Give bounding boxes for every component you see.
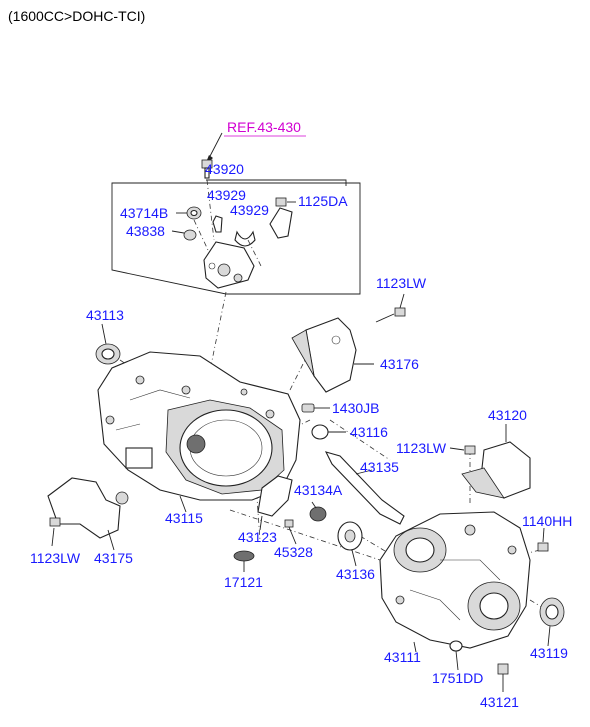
part-number-43134a[interactable]: 43134A [294,482,343,498]
part-number-1123lw-left[interactable]: 1123LW [30,550,81,566]
bolt-1123lw-mid [449,445,476,455]
part-number-1123lw-top[interactable]: 1123LW [376,275,427,291]
plug-43121 [497,663,509,692]
part-number-43176[interactable]: 43176 [380,356,419,372]
part-number-43120[interactable]: 43120 [488,407,527,423]
bracket-43176 [291,317,374,393]
part-number-43119[interactable]: 43119 [530,645,568,661]
washer-43838 [171,229,197,241]
bolt-45328 [284,519,297,545]
bolt-43920 [201,159,213,179]
washer-1751dd [449,640,463,671]
part-number-43135[interactable]: 43135 [360,459,399,475]
part-number-1123lw-mid[interactable]: 1123LW [396,440,447,456]
part-number-43175[interactable]: 43175 [94,550,133,566]
part-number-43929-b[interactable]: 43929 [230,202,269,218]
plate-43136 [337,521,363,567]
part-number-43136[interactable]: 43136 [336,566,375,582]
part-number-43838[interactable]: 43838 [126,223,165,239]
part-number-43123[interactable]: 43123 [238,529,277,545]
bolt-1123lw-left [49,517,61,547]
seal-43113 [95,323,121,365]
washer-43116 [311,424,346,440]
bolt-1123lw-top [375,293,406,323]
mount-43175 [47,477,121,551]
lever-base-plate [203,241,255,289]
bracket-1125da [269,197,296,239]
seal-43134a [309,501,327,522]
clutch-housing-43115 [97,351,301,513]
bolt-1140hh [537,527,549,552]
part-number-43121[interactable]: 43121 [480,694,519,710]
washer-17121 [233,550,255,572]
part-number-1430jb[interactable]: 1430JB [332,400,379,416]
transaxle-case-43111 [379,511,531,653]
part-number-1140hh[interactable]: 1140HH [522,513,572,529]
bushing-43714b [176,206,202,220]
pin-1430jb [301,403,330,413]
part-number-17121[interactable]: 17121 [224,574,263,590]
part-number-43111[interactable]: 43111 [384,649,421,665]
part-number-43714b[interactable]: 43714B [120,205,168,221]
part-number-1751dd[interactable]: 1751DD [432,670,483,686]
part-number-43116[interactable]: 43116 [350,424,388,440]
bracket-43123 [257,475,293,531]
part-number-1125da[interactable]: 1125DA [298,193,348,209]
shift-lever-group [111,132,361,295]
clip-43929-b [234,230,256,247]
shift-rod-43135 [324,451,405,525]
seal-43119 [539,597,565,647]
clip-43929-a [212,215,223,233]
mount-bracket-43120 [461,424,531,499]
part-number-45328[interactable]: 45328 [274,544,313,560]
part-number-43113[interactable]: 43113 [86,307,124,323]
part-number-43920[interactable]: 43920 [205,161,244,177]
part-number-43929-a[interactable]: 43929 [207,187,246,203]
part-number-43115[interactable]: 43115 [165,510,203,526]
ref-43-430-link[interactable]: REF.43-430 [227,119,301,135]
engine-label: (1600CC>DOHC-TCI) [8,8,146,24]
